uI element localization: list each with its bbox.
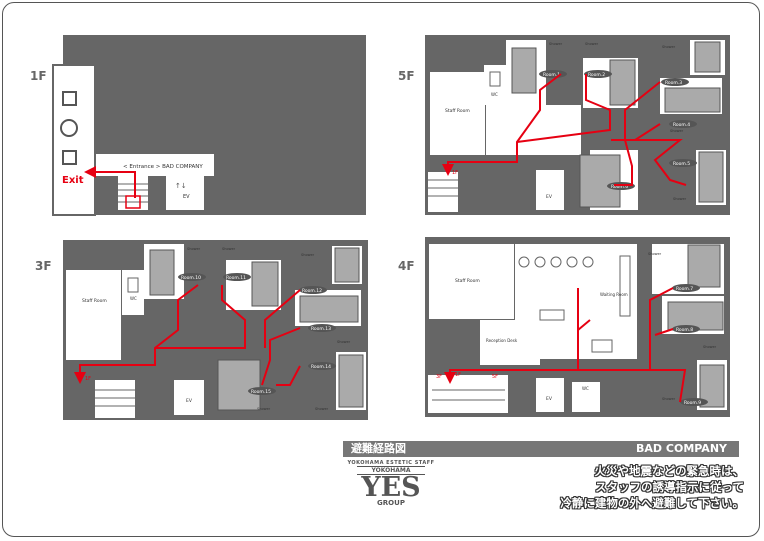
circle-sign-icon bbox=[60, 119, 78, 137]
svg-text:Shower: Shower bbox=[585, 42, 599, 46]
svg-text:Room.9: Room.9 bbox=[684, 400, 701, 406]
floor-1f-label: 1F bbox=[30, 69, 47, 83]
svg-text:Room.13: Room.13 bbox=[311, 326, 331, 332]
svg-text:EV: EV bbox=[186, 398, 193, 404]
svg-text:Room.3: Room.3 bbox=[665, 80, 682, 86]
staff-room-5f bbox=[430, 72, 485, 155]
svg-text:Reception Desk: Reception Desk bbox=[486, 338, 518, 343]
svg-text:Shower: Shower bbox=[337, 340, 351, 344]
yes-group-logo: YOKOHAMA ESTETIC STAFF YOKOHAMA YES GROU… bbox=[343, 460, 439, 522]
floor-3f-label: 3F bbox=[35, 259, 52, 273]
svg-text:Room.1: Room.1 bbox=[543, 72, 560, 78]
svg-text:Room.4: Room.4 bbox=[673, 122, 690, 128]
svg-text:Shower: Shower bbox=[703, 345, 717, 349]
logo-tagline: YOKOHAMA ESTETIC STAFF bbox=[347, 460, 435, 466]
floor-1f-area bbox=[63, 35, 366, 215]
svg-text:5F: 5F bbox=[492, 374, 498, 380]
svg-text:Room.12: Room.12 bbox=[302, 288, 322, 294]
floor-5f-label: 5F bbox=[398, 69, 415, 83]
svg-text:3F: 3F bbox=[436, 374, 442, 380]
svg-text:EV: EV bbox=[546, 194, 553, 200]
square-sign-icon bbox=[62, 91, 77, 106]
sidewalk bbox=[52, 64, 96, 216]
svg-text:Room.2: Room.2 bbox=[588, 72, 605, 78]
svg-text:Shower: Shower bbox=[670, 129, 684, 133]
svg-text:Shower: Shower bbox=[257, 407, 271, 411]
svg-text:WC: WC bbox=[491, 92, 498, 97]
floor-4f-label: 4F bbox=[398, 259, 415, 273]
emergency-notice: 火災や地震などの緊急時は、 スタッフの誘導指示に従って 冷静に建物の外へ避難して… bbox=[512, 463, 744, 511]
route-1f bbox=[84, 166, 136, 198]
svg-text:Room.14: Room.14 bbox=[311, 364, 331, 370]
square-sign-icon bbox=[62, 150, 77, 165]
svg-text:Room.6: Room.6 bbox=[611, 184, 628, 190]
entrance-hall bbox=[96, 154, 214, 176]
svg-text:Room.5: Room.5 bbox=[673, 161, 690, 167]
svg-text:Room.7: Room.7 bbox=[676, 286, 693, 292]
svg-text:Shower: Shower bbox=[648, 252, 662, 256]
svg-text:↑↓: ↑↓ bbox=[175, 182, 187, 190]
route-3f bbox=[74, 284, 301, 386]
svg-text:Room.8: Room.8 bbox=[676, 327, 693, 333]
floor-1f: 1F EV ↑↓ < Entrance > BAD COMPANY Exit bbox=[30, 35, 366, 216]
svg-text:WC: WC bbox=[130, 296, 137, 301]
svg-text:Staff Room: Staff Room bbox=[445, 108, 470, 114]
svg-text:Shower: Shower bbox=[301, 253, 315, 257]
svg-text:Room.11: Room.11 bbox=[226, 275, 246, 281]
logo-brand: YES bbox=[361, 472, 421, 503]
svg-text:Shower: Shower bbox=[662, 45, 676, 49]
exit-label: Exit bbox=[62, 175, 84, 186]
svg-text:1F: 1F bbox=[452, 170, 458, 176]
svg-text:Room.15: Room.15 bbox=[251, 389, 271, 395]
svg-text:EV: EV bbox=[546, 396, 553, 402]
notice-line: 冷静に建物の外へ避難して下さい。 bbox=[560, 496, 744, 510]
notice-line: スタッフの誘導指示に従って bbox=[595, 480, 744, 494]
svg-text:1F: 1F bbox=[85, 376, 91, 382]
svg-text:Room.10: Room.10 bbox=[181, 275, 201, 281]
svg-text:Staff Room: Staff Room bbox=[455, 278, 480, 284]
svg-text:Shower: Shower bbox=[187, 247, 201, 251]
title-bar: 避難経路図 BAD COMPANY bbox=[343, 441, 739, 457]
company-name: BAD COMPANY bbox=[636, 442, 727, 455]
ev-1f: EV bbox=[183, 194, 190, 200]
elevator-1f bbox=[166, 176, 204, 210]
stairs-1f bbox=[118, 176, 148, 210]
map-title: 避難経路図 bbox=[351, 442, 406, 455]
svg-text:Shower: Shower bbox=[222, 247, 236, 251]
logo-city: YOKOHAMA bbox=[357, 466, 425, 475]
svg-text:WC: WC bbox=[582, 386, 589, 391]
svg-text:Shower: Shower bbox=[662, 397, 676, 401]
svg-text:1F: 1F bbox=[455, 372, 461, 378]
svg-text:Shower: Shower bbox=[549, 42, 563, 46]
svg-text:Shower: Shower bbox=[673, 197, 687, 201]
svg-text:Waiting Room: Waiting Room bbox=[600, 292, 628, 297]
svg-text:Staff Room: Staff Room bbox=[82, 298, 107, 304]
entrance-label: < Entrance > BAD COMPANY bbox=[123, 164, 203, 170]
notice-line: 火災や地震などの緊急時は、 bbox=[594, 464, 745, 478]
route-4f bbox=[444, 287, 687, 403]
route-5f bbox=[442, 73, 687, 186]
floor-4f: 4F Staff Room Reception Desk Waiting Roo… bbox=[398, 237, 730, 417]
logo-group: GROUP bbox=[377, 499, 405, 507]
svg-text:Shower: Shower bbox=[315, 407, 329, 411]
